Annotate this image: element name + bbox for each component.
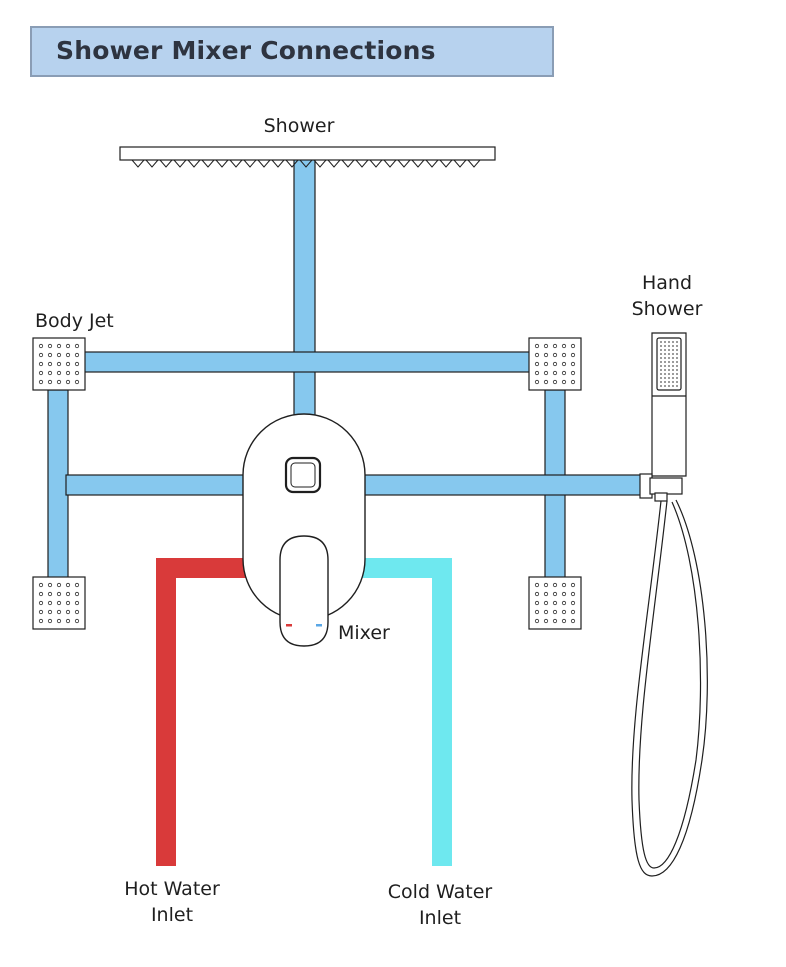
hand-shower-face [656, 337, 682, 391]
label-cold-water-1: Cold Water [388, 881, 493, 903]
label-hand-shower-1: Hand [642, 272, 692, 294]
title-box [30, 26, 554, 77]
pipe-shower-vertical [293, 157, 316, 423]
mixer-unit [242, 413, 366, 647]
label-mixer: Mixer [338, 622, 390, 644]
page-title: Shower Mixer Connections [56, 36, 436, 65]
hand-shower [639, 332, 687, 502]
hot-indicator [286, 624, 292, 627]
body-jet-top-left [32, 337, 86, 391]
pipe-upper-horizontal [83, 351, 531, 373]
body-jet-bottom-right [528, 576, 582, 630]
label-body-jet: Body Jet [35, 310, 114, 332]
label-hand-shower-2: Shower [632, 298, 703, 320]
hot-water-pipe [156, 558, 250, 866]
body-jet-top-right [528, 337, 582, 391]
label-hot-water-1: Hot Water [124, 878, 220, 900]
body-jets [32, 337, 582, 630]
shower-hose [631, 499, 708, 877]
label-hot-water-2: Inlet [151, 904, 193, 926]
body-jet-bottom-left [32, 576, 86, 630]
mixer-lever [279, 535, 329, 647]
hose-connector [649, 477, 683, 495]
diverter-knob [284, 456, 322, 494]
label-shower: Shower [264, 115, 335, 137]
cold-indicator [316, 624, 322, 627]
pipe-left-vertical [47, 389, 69, 581]
cold-water-pipe [355, 558, 452, 866]
shower-head [119, 146, 496, 168]
label-cold-water-2: Inlet [419, 907, 461, 929]
